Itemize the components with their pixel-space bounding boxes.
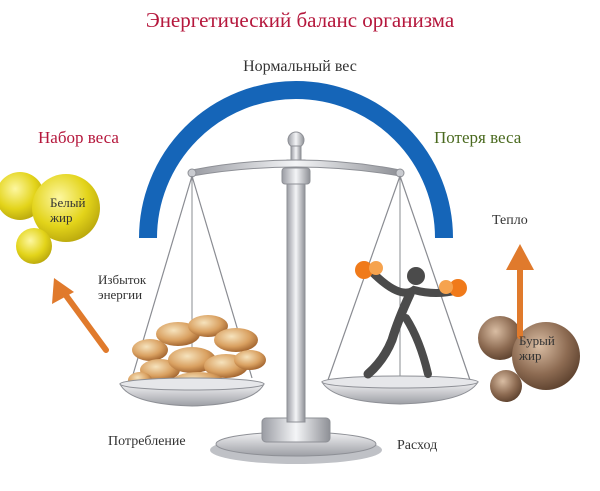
beam-end-right bbox=[395, 168, 405, 178]
left-pan-rim bbox=[119, 377, 265, 391]
white-fat-label: Белый жир bbox=[50, 195, 86, 225]
white-fat-cells bbox=[0, 172, 100, 264]
weight-loss-label: Потеря веса bbox=[434, 128, 522, 147]
expenditure-label: Расход bbox=[397, 438, 438, 453]
excess-energy-arrow bbox=[52, 278, 109, 353]
intake-label: Потребление bbox=[108, 434, 186, 449]
normal-weight-label: Нормальный вес bbox=[243, 58, 357, 75]
excess-energy-label: Избыток энергии bbox=[98, 272, 147, 302]
right-pan-rim bbox=[321, 375, 479, 389]
diagram-title: Энергетический баланс организма bbox=[145, 8, 455, 32]
brown-fat-label: Бурый жир bbox=[519, 333, 555, 363]
heat-label: Тепло bbox=[492, 213, 528, 228]
scale-collar bbox=[281, 167, 311, 185]
right-string-2 bbox=[399, 175, 471, 381]
normal-weight-arc bbox=[139, 81, 453, 239]
brown-fat-cells bbox=[478, 316, 580, 402]
exercise-figure bbox=[355, 261, 467, 379]
beam-end-left bbox=[187, 168, 197, 178]
weight-gain-label: Набор веса bbox=[38, 128, 119, 147]
scale-column bbox=[286, 159, 306, 423]
heat-arrow bbox=[506, 244, 534, 339]
